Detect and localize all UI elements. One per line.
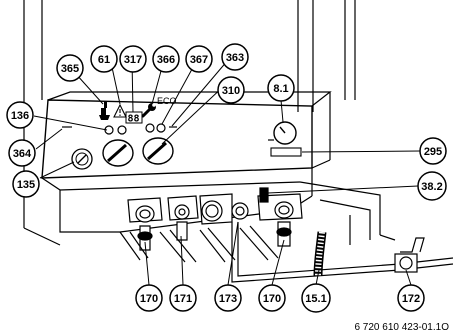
callout-136: 136: [6, 101, 34, 129]
svg-text:317: 317: [124, 54, 142, 66]
callout-135: 135: [12, 170, 40, 198]
service-button[interactable]: [145, 123, 155, 133]
callout-363: 363: [221, 43, 249, 71]
callout-173: 173: [214, 284, 242, 312]
callout-172: 172: [397, 284, 425, 312]
callout-364: 364: [8, 139, 36, 167]
display: 88: [125, 111, 143, 125]
hot-water-temperature-knob[interactable]: [142, 137, 174, 165]
drain-hose: [313, 231, 327, 277]
callout-171: 171: [169, 284, 197, 312]
pressure-gauge: [273, 121, 297, 145]
callout-317: 317: [119, 45, 147, 73]
callout-367: 367: [185, 45, 213, 73]
valve-assembly: [127, 187, 303, 251]
eco-button[interactable]: [156, 123, 166, 133]
svg-text:15.1: 15.1: [305, 293, 326, 305]
svg-text:172: 172: [402, 293, 420, 305]
boiler-casing: [23, 0, 396, 246]
figure-caption: 6 720 610 423-01.1O: [354, 322, 449, 333]
callout-170-right: 170: [258, 284, 286, 312]
callout-38-2: 38.2: [417, 171, 447, 201]
svg-text:61: 61: [98, 54, 110, 66]
svg-text:136: 136: [11, 110, 29, 122]
chimney-sweep-icon: [99, 102, 110, 120]
svg-text:363: 363: [226, 52, 244, 64]
svg-text:365: 365: [61, 63, 79, 75]
svg-text:173: 173: [219, 293, 237, 305]
control-panel: 88 ECO: [62, 96, 302, 170]
svg-text:38.2: 38.2: [421, 181, 442, 193]
svg-text:364: 364: [13, 148, 32, 160]
heating-temperature-knob[interactable]: [102, 139, 134, 167]
eco-label: ECO: [157, 96, 177, 106]
wrench-icon: [141, 103, 156, 118]
svg-text:295: 295: [424, 146, 442, 158]
svg-text:367: 367: [190, 54, 208, 66]
type-plate: [270, 147, 302, 157]
callout-366: 366: [152, 45, 180, 73]
svg-text:8.1: 8.1: [273, 83, 288, 95]
svg-text:170: 170: [140, 293, 158, 305]
main-switch[interactable]: [71, 148, 93, 170]
svg-text:310: 310: [222, 85, 240, 97]
gas-valve[interactable]: [394, 237, 453, 273]
leader-lines: [33, 57, 421, 286]
callout-15-1: 15.1: [301, 283, 331, 313]
display-value: 88: [128, 114, 140, 125]
callout-170-left: 170: [135, 284, 163, 312]
reset-button[interactable]: [117, 125, 127, 135]
svg-text:135: 135: [17, 179, 35, 191]
svg-text:366: 366: [157, 54, 175, 66]
svg-text:171: 171: [174, 293, 192, 305]
callout-310: 310: [217, 76, 245, 104]
svg-text:170: 170: [263, 293, 281, 305]
pipes: [119, 222, 401, 283]
callout-8-1: 8.1: [267, 74, 295, 102]
warning-icon: [113, 103, 127, 118]
callout-295: 295: [419, 137, 447, 165]
callout-61: 61: [90, 45, 118, 73]
callout-365: 365: [56, 54, 84, 82]
